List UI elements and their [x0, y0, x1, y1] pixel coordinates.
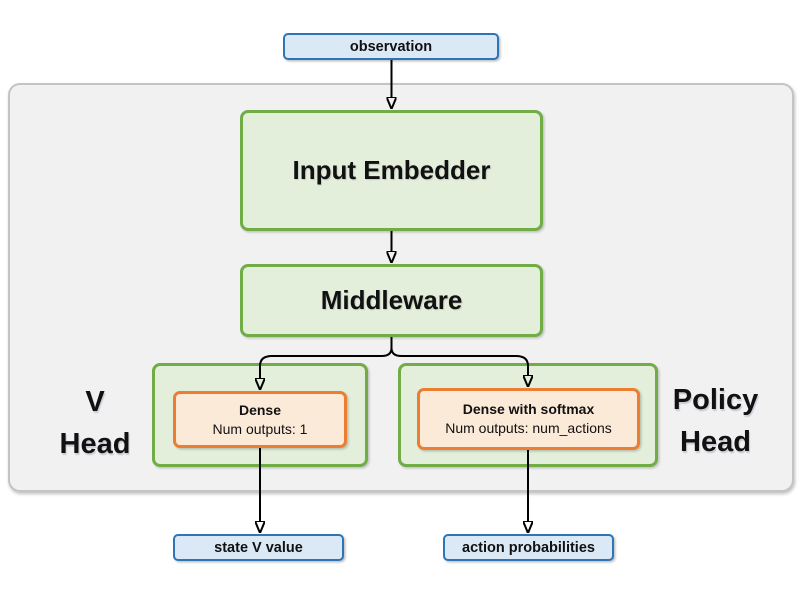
v-dense-title: Dense — [238, 401, 282, 418]
node-observation: observation — [283, 33, 499, 60]
node-v-head-dense: Dense Num outputs: 1 — [173, 391, 347, 448]
node-action-probabilities-label: action probabilities — [462, 539, 595, 556]
node-input-embedder: Input Embedder — [240, 110, 543, 231]
node-middleware: Middleware — [240, 264, 543, 337]
v-head-label-line2: Head — [59, 428, 131, 461]
v-head-label-line1: V — [85, 386, 105, 418]
policy-head-label-line2: Head — [680, 426, 751, 459]
node-state-v-value: state V value — [173, 534, 344, 561]
node-observation-label: observation — [349, 38, 433, 55]
node-action-probabilities: action probabilities — [443, 534, 614, 561]
node-policy-head-dense: Dense with softmax Num outputs: num_acti… — [417, 388, 640, 450]
node-input-embedder-label: Input Embedder — [292, 155, 491, 185]
policy-head-label-line1: Policy — [672, 384, 759, 416]
policy-dense-outputs: Num outputs: num_actions — [445, 420, 612, 436]
node-state-v-value-label: state V value — [214, 539, 303, 556]
policy-dense-title: Dense with softmax — [462, 401, 595, 418]
v-head-label: V Head — [30, 381, 160, 465]
v-dense-outputs: Num outputs: 1 — [212, 420, 308, 437]
node-middleware-label: Middleware — [320, 285, 463, 315]
policy-head-label: Policy Head — [653, 379, 778, 463]
